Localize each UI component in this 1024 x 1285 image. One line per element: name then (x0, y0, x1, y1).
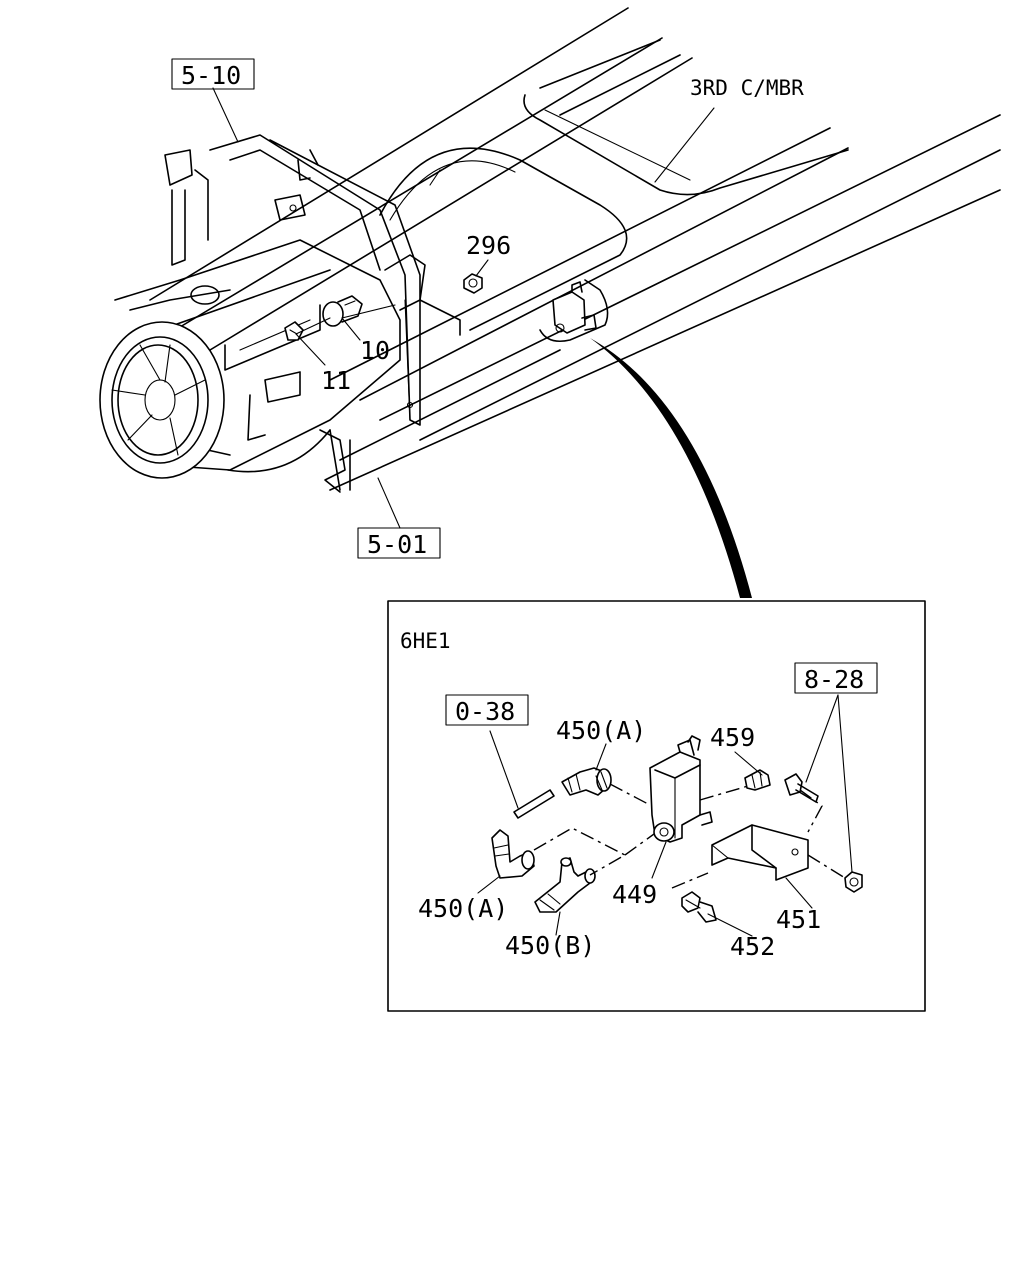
part-label-452: 452 (730, 932, 775, 961)
engine-code-label: 6HE1 (400, 629, 451, 653)
ref-box-5-10 (171, 58, 255, 90)
cross-bracket (164, 134, 461, 426)
ref-label-0-38: 0-38 (455, 697, 515, 726)
detail-parts (491, 735, 863, 923)
lower-rail (319, 429, 351, 493)
ref-box-0-38 (445, 694, 529, 726)
upper-leaders (212, 87, 715, 529)
part-label-296: 296 (466, 231, 511, 260)
third-cross-member-label: 3RD C/MBR (690, 76, 804, 100)
part-label-459: 459 (710, 723, 755, 752)
ref-box-5-01 (357, 527, 441, 559)
detail-leaders (477, 694, 853, 937)
part-label-450b: 450(B) (505, 931, 595, 960)
part-label-450a-lower: 450(A) (418, 894, 508, 923)
ref-label-5-10: 5-10 (181, 61, 241, 90)
frame-small-parts (284, 273, 609, 343)
part-label-10: 10 (360, 336, 390, 365)
part-label-450a-upper: 450(A) (556, 716, 646, 745)
part-label-449: 449 (612, 880, 657, 909)
ref-box-8-28 (794, 662, 878, 694)
part-label-11: 11 (321, 366, 351, 395)
transmission (99, 239, 401, 479)
part-label-451: 451 (776, 905, 821, 934)
detail-box (387, 600, 926, 1012)
ref-label-5-01: 5-01 (367, 530, 427, 559)
frame-rails (149, 7, 1001, 491)
ref-label-8-28: 8-28 (804, 665, 864, 694)
detail-pointer-arrow (590, 338, 752, 598)
